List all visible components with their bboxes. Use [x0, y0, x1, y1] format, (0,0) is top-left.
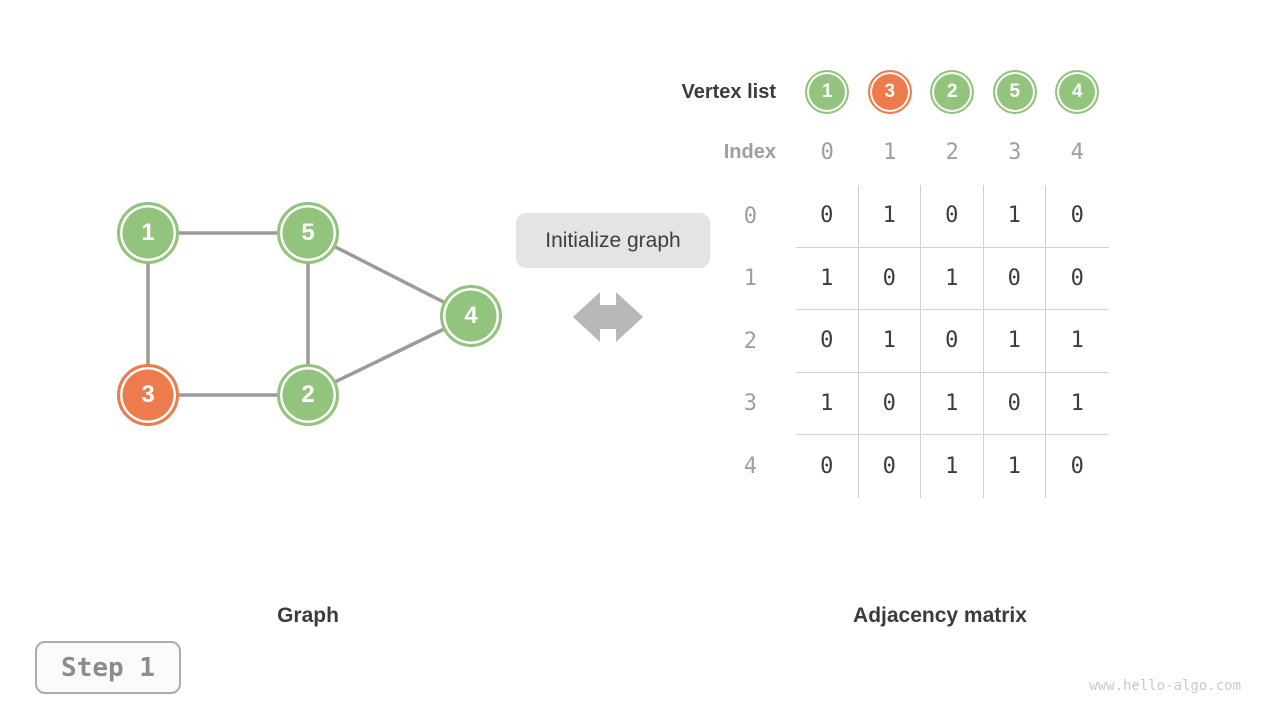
step-badge: Step 1 [35, 641, 181, 694]
matrix-row-label: 3 [743, 391, 757, 417]
matrix-cell: 1 [859, 185, 921, 247]
matrix-cell: 1 [984, 185, 1046, 247]
matrix-cell: 0 [859, 372, 921, 434]
index-value: 1 [883, 139, 897, 165]
initialize-graph-text: Initialize graph [545, 228, 681, 252]
matrix-cell: 0 [1070, 265, 1084, 291]
matrix-cell: 0 [796, 185, 859, 247]
matrix-cell: 0 [984, 372, 1046, 434]
vertex-slot: 1 [796, 70, 859, 114]
vertex-slot: 2 [921, 70, 984, 114]
vertex-circle-3: 3 [867, 70, 912, 114]
vertex-list-label: Vertex list [681, 80, 776, 103]
graph-node-4: 4 [440, 285, 502, 347]
graph-node-2: 2 [277, 364, 339, 426]
matrix-cell: 0 [796, 310, 859, 372]
vertex-circle-4: 4 [1055, 70, 1100, 114]
matrix-row-label: 1 [743, 266, 757, 292]
index-value: 0 [820, 139, 834, 165]
matrix-cell: 0 [921, 310, 984, 372]
matrix-cell: 0 [1070, 203, 1084, 229]
caption-adjacency-matrix: Adjacency matrix [853, 604, 1027, 627]
vertex-slot: 4 [1046, 70, 1109, 114]
watermark: www.hello-algo.com [1089, 678, 1241, 694]
vertex-slot: 3 [859, 70, 922, 114]
matrix-cell: 1 [859, 310, 921, 372]
graph-node-3: 3 [117, 364, 179, 426]
index-values: 0 1 2 3 4 [796, 140, 1109, 165]
matrix-cell: 0 [796, 435, 859, 498]
vertex-circle-label: 2 [946, 81, 958, 102]
step-badge-label: Step 1 [61, 652, 155, 683]
vertex-slot: 5 [984, 70, 1047, 114]
matrix-cell: 0 [921, 185, 984, 247]
vertex-circle-label: 1 [821, 81, 833, 102]
matrix-cell: 1 [921, 435, 984, 498]
vertex-circle-5: 5 [992, 70, 1037, 114]
matrix-row-label: 2 [743, 328, 757, 354]
initialize-graph-label: Initialize graph [516, 213, 710, 268]
graph-node-5: 5 [277, 202, 339, 264]
matrix-cell: 0 [859, 435, 921, 498]
graph-node-label: 1 [141, 219, 155, 246]
matrix-row-label: 0 [743, 203, 757, 229]
matrix-cell: 1 [1070, 328, 1084, 354]
matrix-cell: 0 [984, 247, 1046, 309]
left-right-arrow-shape [573, 292, 643, 342]
vertex-circle-2: 2 [930, 70, 975, 114]
vertex-circle-1: 1 [805, 70, 850, 114]
matrix-cell: 0 [859, 247, 921, 309]
caption-graph: Graph [277, 604, 339, 627]
matrix-cell: 1 [984, 435, 1046, 498]
index-value: 4 [1070, 139, 1084, 165]
index-row: Index 0 1 2 3 4 [660, 122, 1109, 182]
vertex-circle-label: 5 [1009, 81, 1021, 102]
matrix-cell: 1 [984, 310, 1046, 372]
vertex-list-row: Vertex list 1 3 2 5 4 [660, 70, 1109, 114]
graph-node-label: 4 [464, 302, 478, 329]
vertex-circle-label: 3 [884, 81, 896, 102]
matrix-cell: 1 [1070, 390, 1084, 416]
matrix-cell: 1 [921, 247, 984, 309]
index-label: Index [723, 140, 776, 163]
index-value: 3 [1008, 139, 1022, 165]
matrix-row-label: 4 [743, 453, 757, 479]
graph-node-label: 5 [301, 219, 315, 246]
graph-node-1: 1 [117, 202, 179, 264]
graph-node-label: 3 [141, 381, 155, 408]
graph-node-label: 2 [301, 381, 315, 408]
vertex-circle-label: 4 [1071, 81, 1083, 102]
matrix-cell: 0 [1070, 453, 1084, 479]
matrix-cell: 1 [796, 372, 859, 434]
matrix-cell: 1 [921, 372, 984, 434]
index-value: 2 [945, 139, 959, 165]
matrix-cell: 1 [796, 247, 859, 309]
vertex-list-items: 1 3 2 5 4 [796, 70, 1109, 114]
